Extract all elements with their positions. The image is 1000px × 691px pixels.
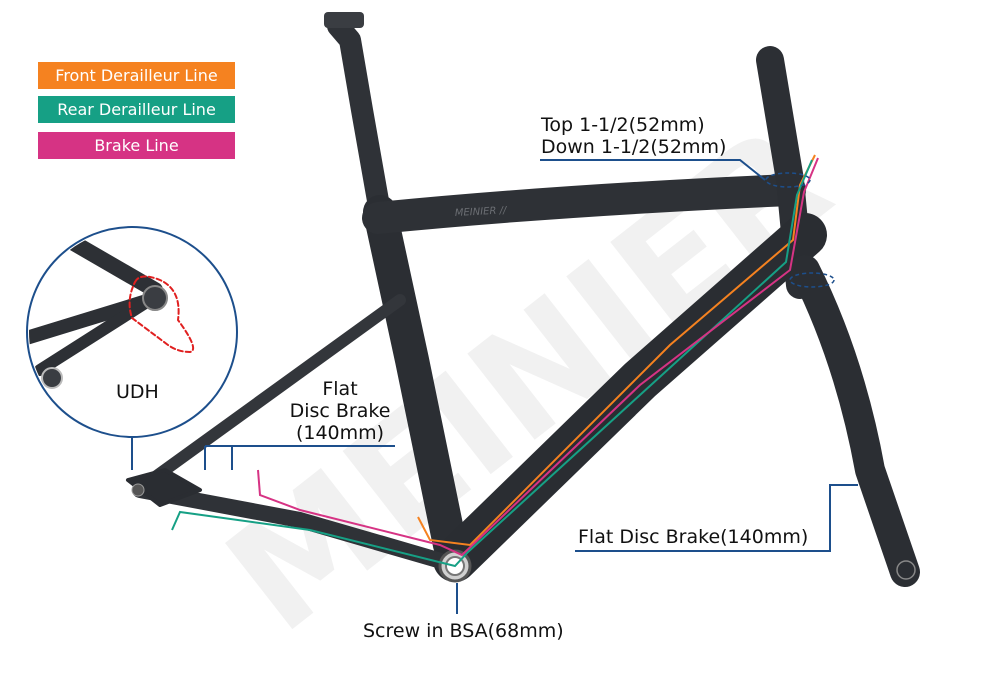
rear-brake-label-3: (140mm) [295,422,385,444]
udh-hanger-outline [128,275,194,354]
fork [790,255,920,587]
rear-derailleur-line [171,159,813,568]
seat-tube [363,195,467,562]
brake-line [257,157,819,557]
fork-dropout [896,560,916,580]
down-tube [433,213,827,582]
seat-stay [134,294,406,494]
chain-stay [132,482,463,573]
headset-down-label: Down 1-1/2(52mm) [541,136,727,158]
rear-axle [131,483,145,497]
udh-label: UDH [116,381,159,403]
legend-brake-line: Brake Line [38,132,235,159]
headset-callout-line [540,159,766,181]
bottom-bracket-label: Screw in BSA(68mm) [363,620,564,642]
seat-post [327,15,391,223]
rear-dropout [126,468,202,507]
legend-front-derailleur: Front Derailleur Line [38,62,235,89]
udh-axle [142,285,168,311]
front-brake-label: Flat Disc Brake(140mm) [578,526,809,548]
udh-stay-lower [34,294,156,376]
udh-chain-stay [29,293,157,347]
seat-clamp [324,12,364,28]
downtube-logo: MEINIER // [455,205,509,219]
headset-outlines [765,172,835,288]
udh-inset-circle [26,226,238,438]
frame: MEINIER // [126,12,920,587]
headset-top-label: Top 1-1/2(52mm) [541,114,705,136]
cable-routing [171,154,819,568]
callout-lines [131,159,858,614]
rear-brake-label-1: Flat [322,378,358,400]
rear-brake-callout-line [204,445,395,470]
legend-rear-derailleur: Rear Derailleur Line [38,96,235,123]
top-tube [362,174,806,234]
udh-inset [26,226,238,438]
rear-brake-label-2: Disc Brake [289,400,391,422]
front-brake-callout-line [575,484,858,552]
front-derailleur-line [417,154,816,547]
